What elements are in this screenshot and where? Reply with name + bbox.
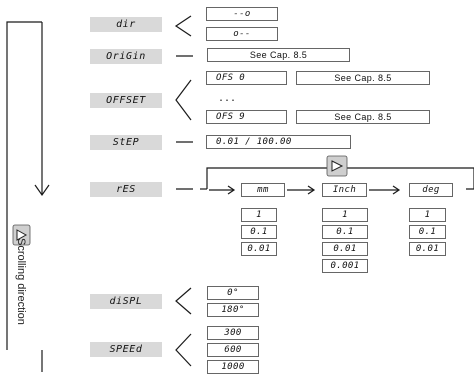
res-arrow-1-head — [227, 185, 236, 195]
dir-option-1: --o — [206, 7, 278, 21]
scroll-direction-label: Scrolling direction — [15, 238, 27, 325]
label-displ: diSPL — [90, 294, 162, 309]
res-inch-2: 0.1 — [322, 225, 368, 239]
res-inch-1: 1 — [322, 208, 368, 222]
res-unit-inch: Inch — [322, 183, 367, 197]
label-res: rES — [90, 182, 162, 197]
offset-first: OFS 0 — [206, 71, 287, 85]
res-deg-1: 1 — [409, 208, 446, 222]
speed-option-2: 600 — [207, 343, 259, 357]
displ-option-2: 180° — [207, 303, 259, 317]
dir-bracket — [174, 15, 192, 37]
displ-option-1: 0° — [207, 286, 259, 300]
res-inch-4: 0.001 — [322, 259, 368, 273]
dir-option-2: o-- — [206, 27, 278, 41]
scroll-menu-key-icon — [12, 224, 31, 246]
speed-bracket — [175, 333, 192, 367]
res-mm-3: 0.01 — [241, 242, 277, 256]
res-unit-mm: mm — [241, 183, 285, 197]
label-speed: SPEEd — [90, 342, 162, 357]
res-mm-2: 0.1 — [241, 225, 277, 239]
res-inch-3: 0.01 — [322, 242, 368, 256]
res-mm-1: 1 — [241, 208, 277, 222]
step-value: 0.01 / 100.00 — [206, 135, 351, 149]
offset-ellipsis: ... — [218, 93, 237, 104]
res-arrow-2-head — [307, 185, 316, 195]
offset-bracket — [175, 79, 192, 121]
speed-option-1: 300 — [207, 326, 259, 340]
displ-bracket — [175, 287, 192, 315]
res-deg-2: 0.1 — [409, 225, 446, 239]
res-arrow-3-head — [392, 185, 401, 195]
label-origin: OriGin — [90, 49, 162, 64]
res-loop-right — [347, 167, 474, 190]
menu-key-icon — [326, 155, 348, 177]
res-unit-deg: deg — [409, 183, 453, 197]
label-dir: dir — [90, 17, 162, 32]
label-step: StEP — [90, 135, 162, 150]
offset-ref-1: See Cap. 8.5 — [296, 71, 430, 85]
offset-last: OFS 9 — [206, 110, 287, 124]
scroll-outline-line — [6, 21, 42, 350]
origin-ref: See Cap. 8.5 — [207, 48, 350, 62]
offset-ref-2: See Cap. 8.5 — [296, 110, 430, 124]
scroll-arrow-head — [34, 184, 50, 197]
label-offset: OFFSET — [90, 93, 162, 108]
res-deg-3: 0.01 — [409, 242, 446, 256]
res-loop-left — [206, 167, 327, 180]
